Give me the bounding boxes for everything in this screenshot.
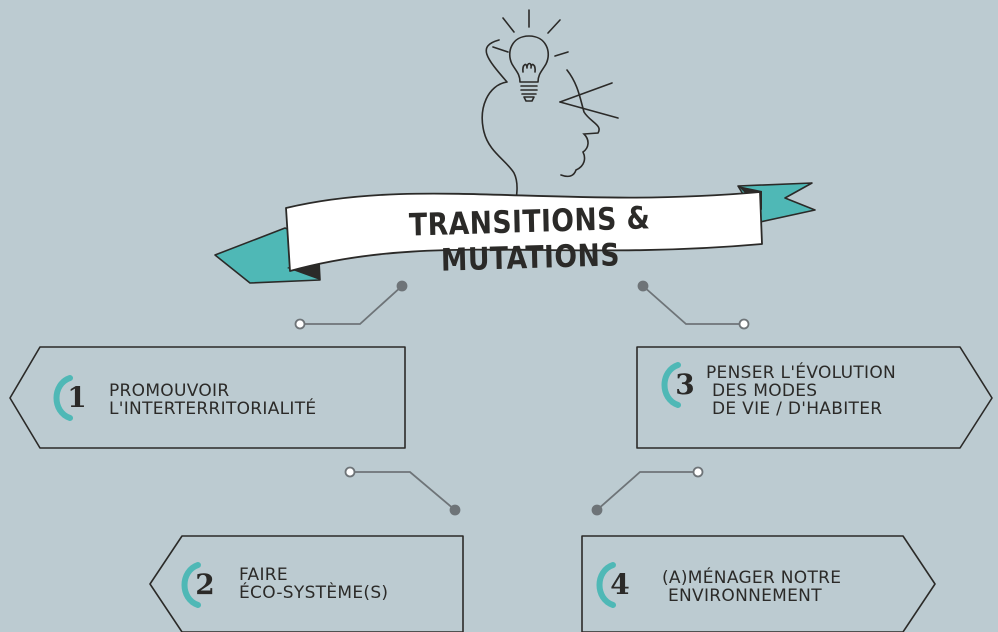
item-4-number-swoosh bbox=[596, 562, 616, 608]
title-ribbon bbox=[214, 182, 816, 284]
item-2-line-1: FAIRE bbox=[239, 565, 288, 585]
item-1-box bbox=[9, 346, 406, 449]
connector-1 bbox=[294, 280, 408, 330]
diagram-title: TRANSITIONS & MUTATIONS bbox=[408, 200, 651, 279]
item-4-box bbox=[581, 535, 936, 632]
item-1-label: PROMOUVOIR L'INTERTERRITORIALITÉ bbox=[109, 382, 316, 418]
lightbulb-icon bbox=[508, 35, 550, 102]
item-1-line-2: L'INTERTERRITORIALITÉ bbox=[109, 399, 317, 419]
item-4-label: (A)MÉNAGER NOTRE ENVIRONNEMENT bbox=[662, 569, 841, 605]
head-profile-icon bbox=[481, 39, 600, 207]
lightbulb-rays bbox=[492, 9, 569, 57]
connector-3 bbox=[637, 280, 750, 330]
item-4-line-1: (A)MÉNAGER NOTRE bbox=[662, 568, 842, 588]
item-2-line-2: ÉCO-SYSTÈME(S) bbox=[239, 583, 389, 603]
ribbon-body bbox=[285, 191, 763, 272]
item-2-label: FAIRE ÉCO-SYSTÈME(S) bbox=[239, 566, 388, 602]
connector-2 bbox=[344, 466, 461, 516]
item-4-number: 4 bbox=[610, 568, 630, 601]
item-3-box bbox=[636, 346, 993, 449]
item-2-box bbox=[149, 535, 464, 632]
item-2-number-swoosh bbox=[181, 562, 201, 608]
item-2-number: 2 bbox=[195, 568, 215, 601]
connector-4 bbox=[591, 466, 704, 516]
item-3-line-1: PENSER L'ÉVOLUTION bbox=[706, 363, 897, 383]
item-3-number-swoosh bbox=[661, 362, 681, 408]
item-1-number: 1 bbox=[67, 381, 87, 414]
item-3-number: 3 bbox=[675, 368, 695, 401]
item-1-number-swoosh bbox=[53, 375, 73, 421]
item-3-line-2: DES MODES bbox=[712, 381, 818, 401]
speech-lines bbox=[559, 82, 619, 119]
item-3-label: PENSER L'ÉVOLUTION DES MODES DE VIE / D'… bbox=[706, 364, 896, 418]
item-1-line-1: PROMOUVOIR bbox=[109, 381, 230, 401]
item-4-line-2: ENVIRONNEMENT bbox=[668, 586, 822, 606]
item-3-line-3: DE VIE / D'HABITER bbox=[712, 399, 883, 419]
